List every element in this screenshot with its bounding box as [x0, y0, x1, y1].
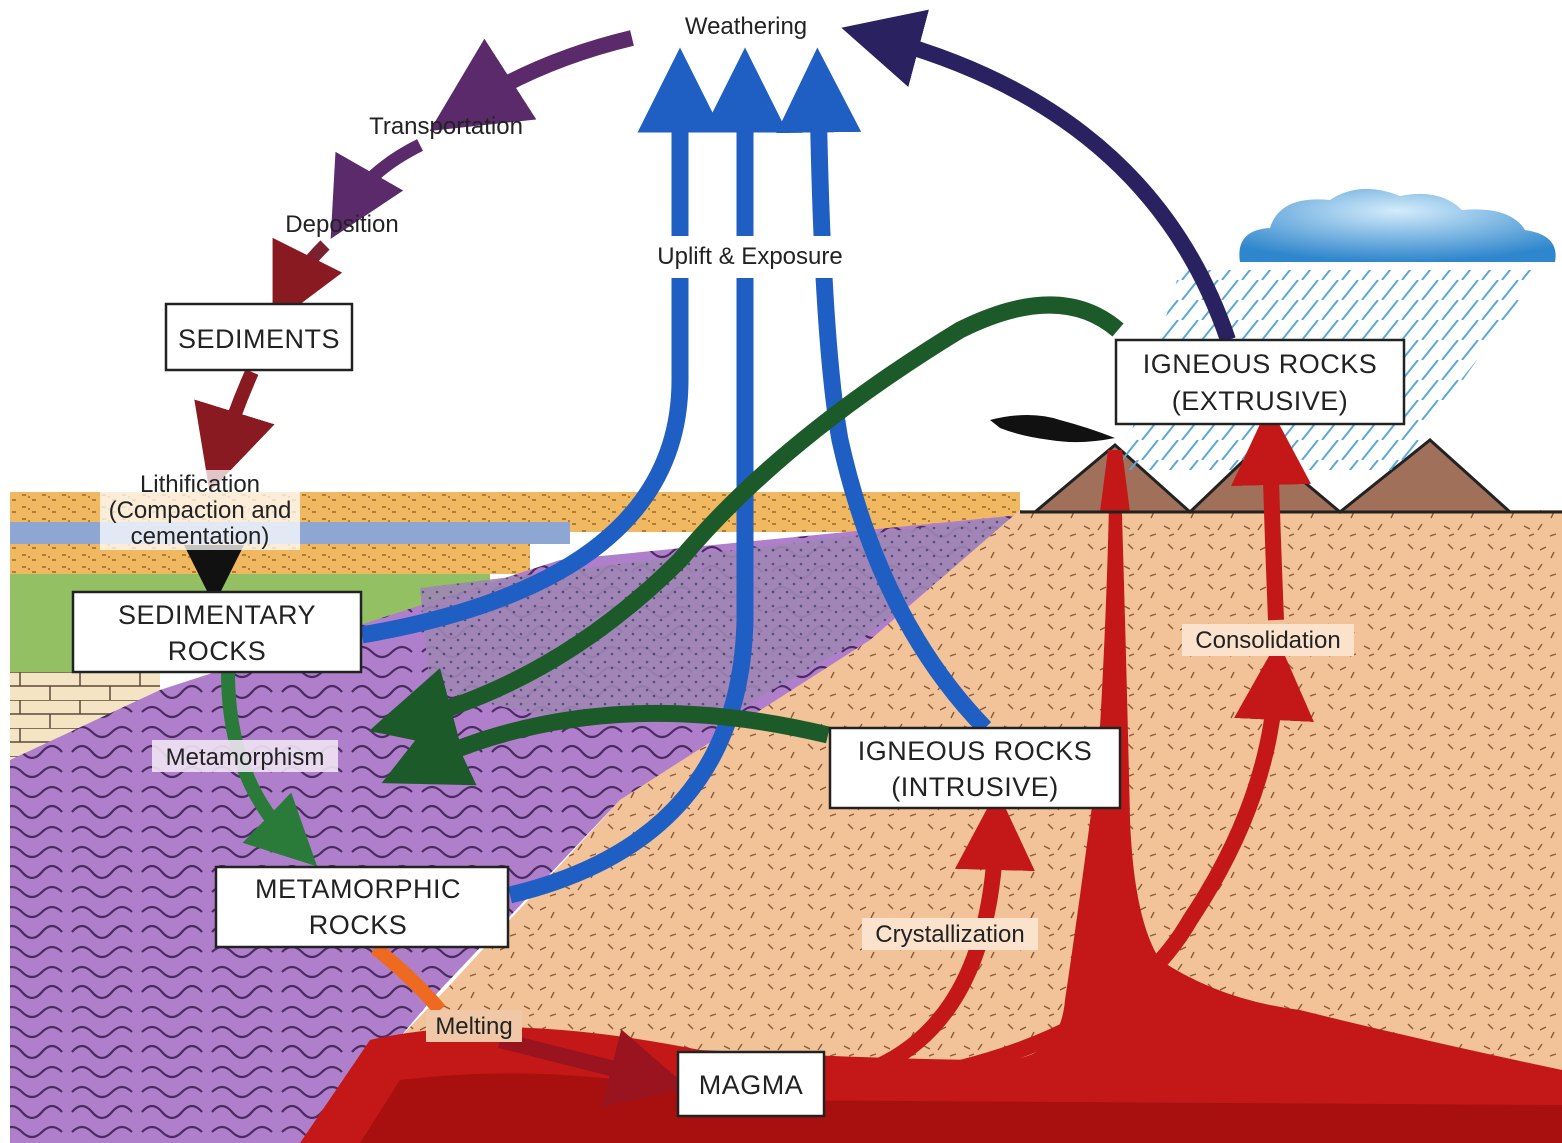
- weathering-label: Weathering: [685, 13, 807, 40]
- metamorphic-rocks-box: METAMORPHIC ROCKS: [216, 867, 508, 947]
- extrusive-label-line2: (EXTRUSIVE): [1172, 386, 1349, 416]
- igneous-extrusive-box: IGNEOUS ROCKS (EXTRUSIVE): [1116, 340, 1404, 424]
- lithification-label-line2: (Compaction and: [109, 497, 292, 524]
- volcanic-smoke: [990, 415, 1115, 442]
- cloud: [1239, 189, 1555, 262]
- arrow-transportation-to-deposition: [350, 145, 420, 205]
- consolidation-label: Consolidation: [1195, 627, 1340, 654]
- sediments-label: SEDIMENTS: [178, 324, 340, 354]
- lithification-label-line3: cementation): [131, 523, 270, 550]
- sedimentary-label-line1: SEDIMENTARY: [118, 600, 316, 630]
- intrusive-label-line1: IGNEOUS ROCKS: [858, 736, 1093, 766]
- arrow-deposition-to-sediments: [290, 245, 325, 290]
- metamorphic-label-line2: ROCKS: [309, 910, 408, 940]
- magma-label: MAGMA: [699, 1070, 804, 1100]
- magma-box: MAGMA: [678, 1052, 824, 1116]
- sedimentary-label-line2: ROCKS: [168, 636, 267, 666]
- intrusive-label-line2: (INTRUSIVE): [891, 772, 1059, 802]
- sediments-box: SEDIMENTS: [166, 304, 352, 370]
- igneous-intrusive-box: IGNEOUS ROCKS (INTRUSIVE): [830, 728, 1120, 808]
- metamorphism-label: Metamorphism: [166, 744, 325, 771]
- lithification-label-line1: Lithification: [140, 471, 260, 498]
- arrow-consolidation-to-extrusive: [1270, 445, 1276, 620]
- crystallization-label: Crystallization: [875, 921, 1024, 948]
- metamorphic-label-line1: METAMORPHIC: [255, 874, 461, 904]
- extrusive-label-line1: IGNEOUS ROCKS: [1143, 349, 1378, 379]
- deposition-label: Deposition: [285, 211, 398, 238]
- arrow-weathering-to-transportation: [470, 38, 632, 105]
- sedimentary-rocks-box: SEDIMENTARY ROCKS: [73, 592, 361, 672]
- transportation-label: Transportation: [369, 113, 523, 140]
- uplift-label: Uplift & Exposure: [657, 243, 842, 270]
- arrow-sediments-to-lithification: [222, 372, 252, 452]
- melting-label: Melting: [435, 1013, 512, 1040]
